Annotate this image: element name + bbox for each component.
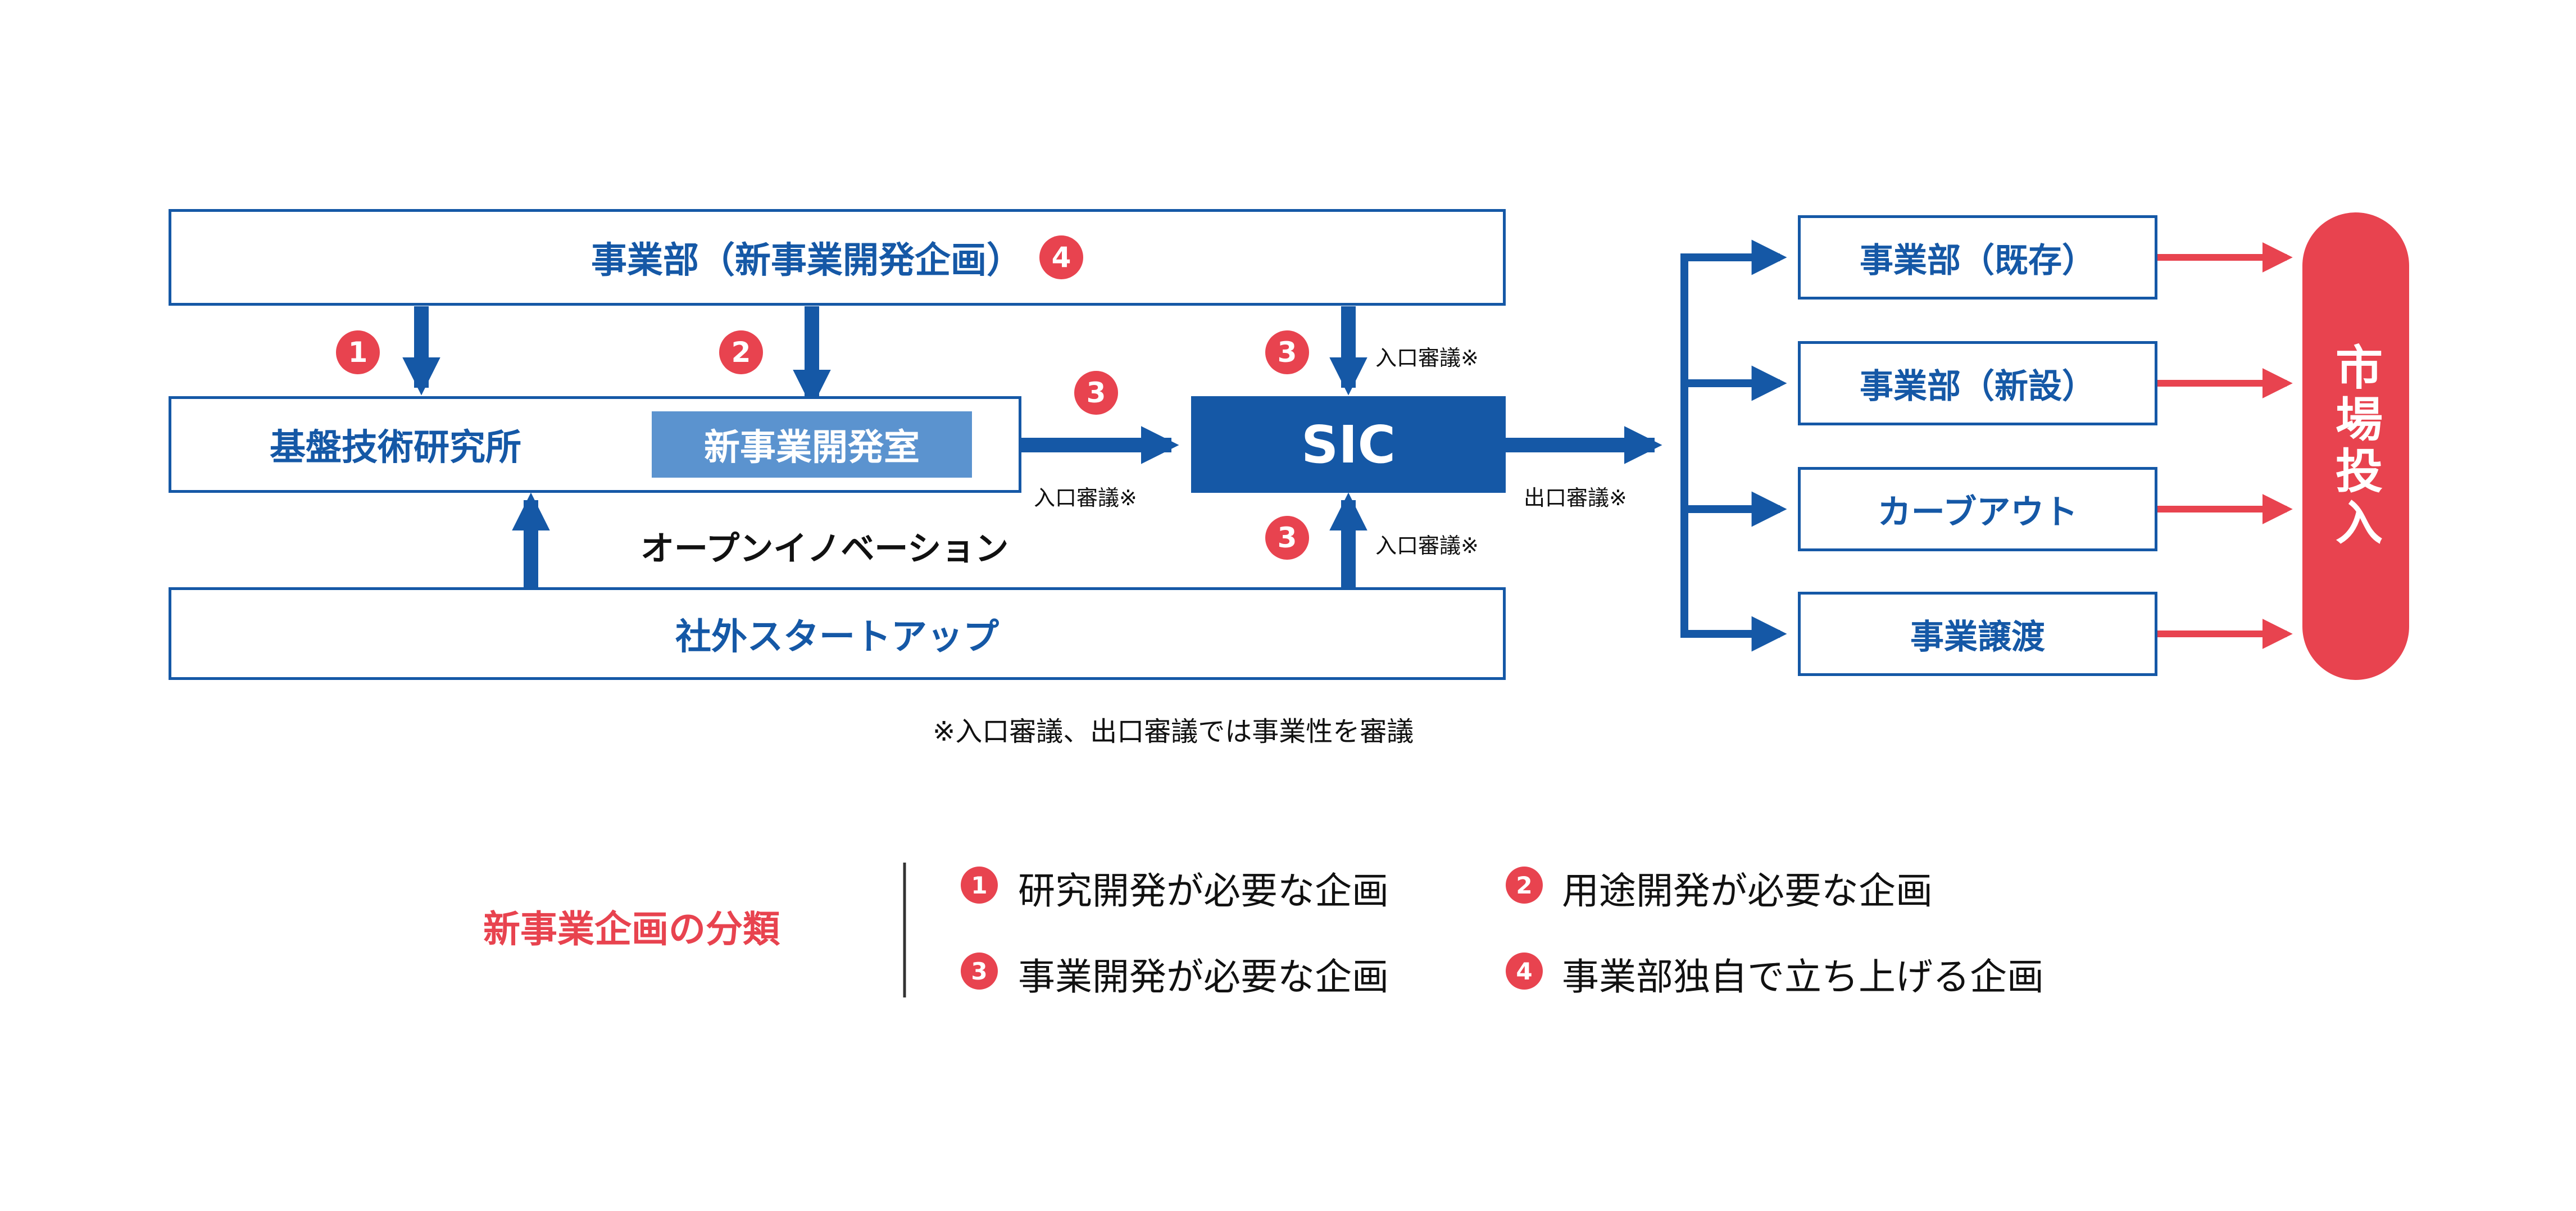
new-business-office-box: 新事業開発室 [652,411,972,478]
badge-3-top: 3 [1265,330,1309,374]
legend-text-1: 研究開発が必要な企画 [1018,869,1389,913]
legend-text-4: 事業部独自で立ち上げる企画 [1562,955,2044,999]
outcome-label: 事業部（既存） [1860,241,2096,280]
legend-text-3: 事業開発が必要な企画 [1018,955,1389,999]
external-startup-box: 社外スタートアップ [169,587,1506,680]
sic-label: SIC [1301,414,1396,475]
market-launch-pill: 市場投入 [2302,212,2409,680]
badge-1: 1 [336,330,380,374]
entry-review-bottom-label: 入口審議※ [1375,533,1479,558]
outcome-new-dept-box: 事業部（新設） [1798,341,2157,425]
new-business-office-label: 新事業開発室 [704,427,920,469]
legend-badge-3: 3 [961,953,998,990]
legend-badge-1: 1 [961,867,998,904]
outcome-label: 事業部（新設） [1860,366,2096,406]
startup-box-label: 社外スタートアップ [675,616,999,658]
legend-badge-4: 4 [1506,953,1543,990]
top-business-dept-box: 事業部（新事業開発企画） 4 [169,209,1506,306]
market-launch-label: 市場投入 [2328,343,2383,550]
legend-title: 新事業企画の分類 [483,908,780,951]
badge-3-bottom: 3 [1265,516,1309,560]
entry-review-left-label: 入口審議※ [1034,486,1137,510]
lab-box-label: 基盤技術研究所 [270,427,521,469]
open-innovation-label: オープンイノベーション [640,529,1009,569]
outcome-transfer-box: 事業譲渡 [1798,592,2157,676]
exit-review-label: 出口審議※ [1524,486,1627,510]
outcome-existing-dept-box: 事業部（既存） [1798,215,2157,300]
legend-badge-2: 2 [1506,867,1543,904]
badge-4-top: 4 [1039,235,1083,279]
footnote: ※入口審議、出口審議では事業性を審議 [933,716,1414,747]
legend-text-2: 用途開発が必要な企画 [1562,869,1933,913]
badge-2: 2 [719,330,763,374]
outcome-carve-out-box: カーブアウト [1798,467,2157,551]
outcome-label: 事業譲渡 [1910,617,2045,657]
sic-box: SIC [1191,396,1506,493]
entry-review-top-label: 入口審議※ [1375,346,1479,370]
outcome-label: カーブアウト [1877,492,2078,532]
top-box-label: 事業部（新事業開発企画） [591,240,1023,282]
badge-3-lab-to-sic: 3 [1074,371,1118,415]
